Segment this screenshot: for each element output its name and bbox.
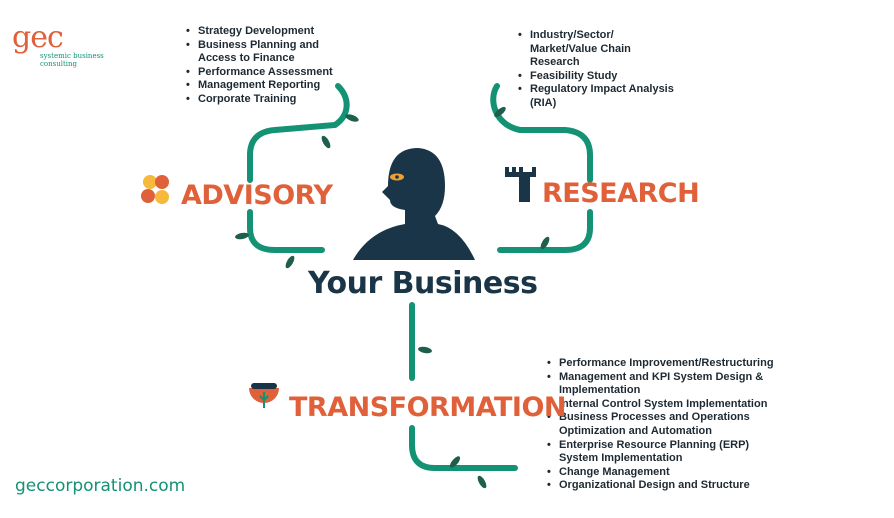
advisory-list: Strategy Development Business Planning a… xyxy=(186,25,336,107)
list-item: Organizational Design and Structure xyxy=(547,479,787,493)
list-item: Feasibility Study xyxy=(518,70,693,84)
list-item: Performance Assessment xyxy=(186,66,336,80)
transformation-title: TRANSFORMATION xyxy=(289,392,567,423)
list-item: Corporate Training xyxy=(186,93,336,107)
logo-tagline: systemic business xyxy=(40,52,104,60)
website-link[interactable]: geccorporation.com xyxy=(15,476,186,496)
person-head-icon xyxy=(353,148,475,260)
transformation-list: Performance Improvement/Restructuring Ma… xyxy=(547,357,787,493)
list-item: Business Processes and Operations Optimi… xyxy=(547,411,759,438)
list-item: Business Planning and Access to Finance xyxy=(186,39,336,66)
list-item: Strategy Development xyxy=(186,25,336,39)
list-item: Change Management xyxy=(547,466,787,480)
list-item: Enterprise Resource Planning (ERP) Syste… xyxy=(547,439,759,466)
logo-mark: gec xyxy=(12,20,64,55)
list-item: Performance Improvement/Restructuring xyxy=(547,357,787,371)
clover-icon xyxy=(141,175,169,204)
advisory-title: ADVISORY xyxy=(181,180,333,211)
fruit-icon xyxy=(249,383,279,408)
gec-logo: gec systemic business consulting xyxy=(12,20,104,69)
research-title: RESEARCH xyxy=(542,178,700,209)
list-item: Management and KPI System Design & Imple… xyxy=(547,371,769,398)
tower-icon xyxy=(505,167,536,202)
list-item: Industry/Sector/ Market/Value Chain Rese… xyxy=(518,29,680,70)
logo-tagline-2: consulting xyxy=(40,60,78,68)
center-title: Your Business xyxy=(308,266,538,301)
research-list: Industry/Sector/ Market/Value Chain Rese… xyxy=(518,29,693,111)
list-item: Regulatory Impact Analysis (RIA) xyxy=(518,83,680,110)
list-item: Internal Control System Implementation xyxy=(547,398,787,412)
list-item: Management Reporting xyxy=(186,79,336,93)
